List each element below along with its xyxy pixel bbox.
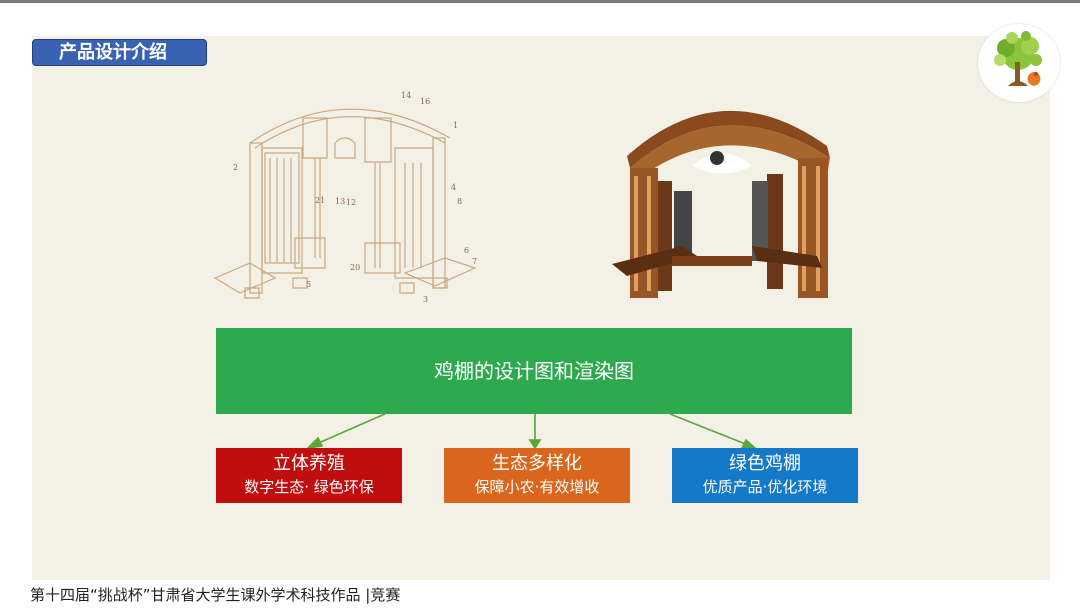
top-border	[0, 0, 1080, 3]
sketch-label: 1	[453, 121, 458, 130]
feature-title: 绿色鸡棚	[729, 453, 801, 474]
sketch-label: 13	[335, 197, 345, 206]
sketch-label: 21	[315, 196, 325, 205]
feature-box-green-shed: 绿色鸡棚 优质产品·优化环境	[672, 448, 858, 503]
sketch-label: 16	[420, 97, 430, 106]
sketch-label: 12	[346, 198, 356, 207]
caption-banner: 鸡棚的设计图和渲染图	[216, 328, 852, 414]
design-sketch-image: 2 14 16 1 21 13 12 4 8 20 6 7 5 3	[213, 91, 477, 304]
feature-subtitle: 优质产品·优化环境	[702, 478, 828, 496]
caption-text: 鸡棚的设计图和渲染图	[434, 359, 634, 383]
footer-text: 第十四届“挑战杯”甘肃省大学生课外学术科技作品 |竞赛	[30, 586, 401, 604]
sketch-label: 20	[350, 263, 360, 272]
sketch-label: 2	[233, 163, 238, 172]
sketch-label: 14	[401, 91, 411, 100]
tree-logo-icon	[994, 31, 1042, 86]
feature-title: 立体养殖	[273, 453, 345, 474]
sketch-label: 7	[472, 257, 477, 266]
sketch-label: 5	[306, 280, 311, 289]
feature-subtitle: 保障小农·有效增收	[474, 478, 600, 496]
feature-box-3d-farming: 立体养殖 数字生态· 绿色环保	[216, 448, 402, 503]
sketch-label: 8	[457, 197, 462, 206]
feature-title: 生态多样化	[492, 453, 582, 474]
feature-subtitle: 数字生态· 绿色环保	[244, 478, 374, 496]
rendered-shed-image	[612, 110, 830, 298]
logo	[978, 24, 1060, 102]
sketch-label: 6	[464, 246, 469, 255]
sketch-label: 4	[451, 183, 456, 192]
feature-box-eco-diversity: 生态多样化 保障小农·有效增收	[444, 448, 630, 503]
sketch-label: 3	[423, 295, 428, 304]
section-title: 产品设计介绍	[32, 39, 207, 66]
